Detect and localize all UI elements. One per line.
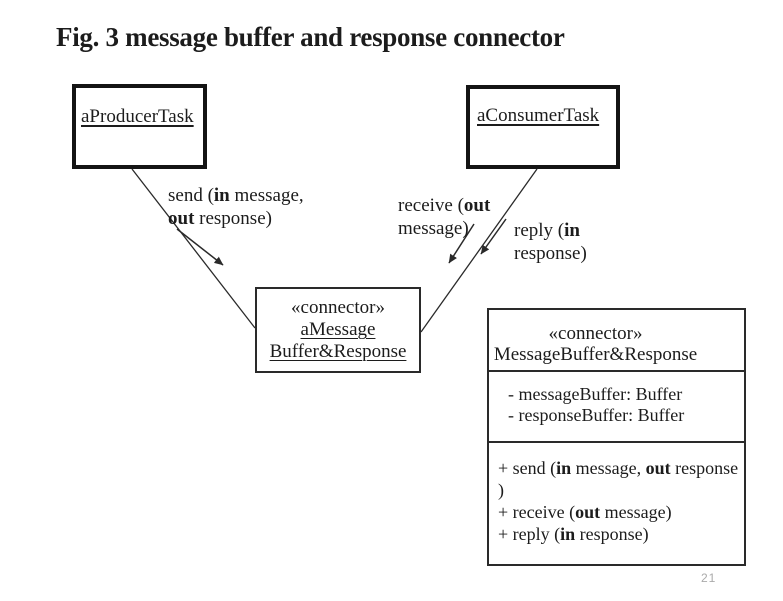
send-edge-label: send (in message, out response) [168, 184, 304, 230]
receive-edge-label-line1: receive (out [398, 195, 491, 216]
connector-class-box: «connector» MessageBuffer&Response - mes… [487, 308, 746, 566]
send-edge-label-line2: out response) [168, 208, 272, 229]
operation-item: + receive (out message) [498, 502, 672, 522]
connector-instance-stereotype: «connector» [291, 297, 385, 318]
consumer-task-label: aConsumerTask [477, 105, 600, 126]
class-stereotype: «connector» [548, 323, 643, 344]
attribute-item: - responseBuffer: Buffer [508, 405, 685, 425]
attribute-item: - messageBuffer: Buffer [508, 384, 683, 404]
operation-item: + reply (in response) [498, 524, 649, 544]
class-attributes-compartment: - messageBuffer: Buffer - responseBuffer… [489, 372, 744, 443]
receive-edge-label: receive (out message) [398, 194, 490, 240]
consumer-task-box: aConsumerTask [466, 85, 620, 169]
connector-instance-name-line2: Buffer&Response [269, 341, 407, 362]
receive-edge-label-line2: message) [398, 218, 469, 239]
class-name: MessageBuffer&Response [493, 344, 698, 365]
reply-edge-label: reply (in response) [514, 219, 587, 265]
producer-task-box: aProducerTask [72, 84, 207, 169]
send-edge-label-line1: send (in message, [168, 185, 304, 206]
operation-item: + send (in message, out response ) [498, 458, 739, 500]
page-number: 21 [701, 571, 717, 585]
send-arrow [176, 228, 224, 266]
connector-instance-name-line1: aMessage [300, 319, 376, 340]
producer-task-label: aProducerTask [81, 106, 194, 127]
reply-edge-label-line1: reply (in [514, 220, 580, 241]
reply-edge-label-line2: response) [514, 243, 587, 264]
connector-instance-box: «connector» aMessage Buffer&Response [255, 287, 421, 373]
figure-title: Fig. 3 message buffer and response conne… [56, 22, 565, 52]
class-operations-compartment: + send (in message, out response ) + rec… [489, 443, 744, 564]
class-header-compartment: «connector» MessageBuffer&Response [489, 310, 744, 372]
